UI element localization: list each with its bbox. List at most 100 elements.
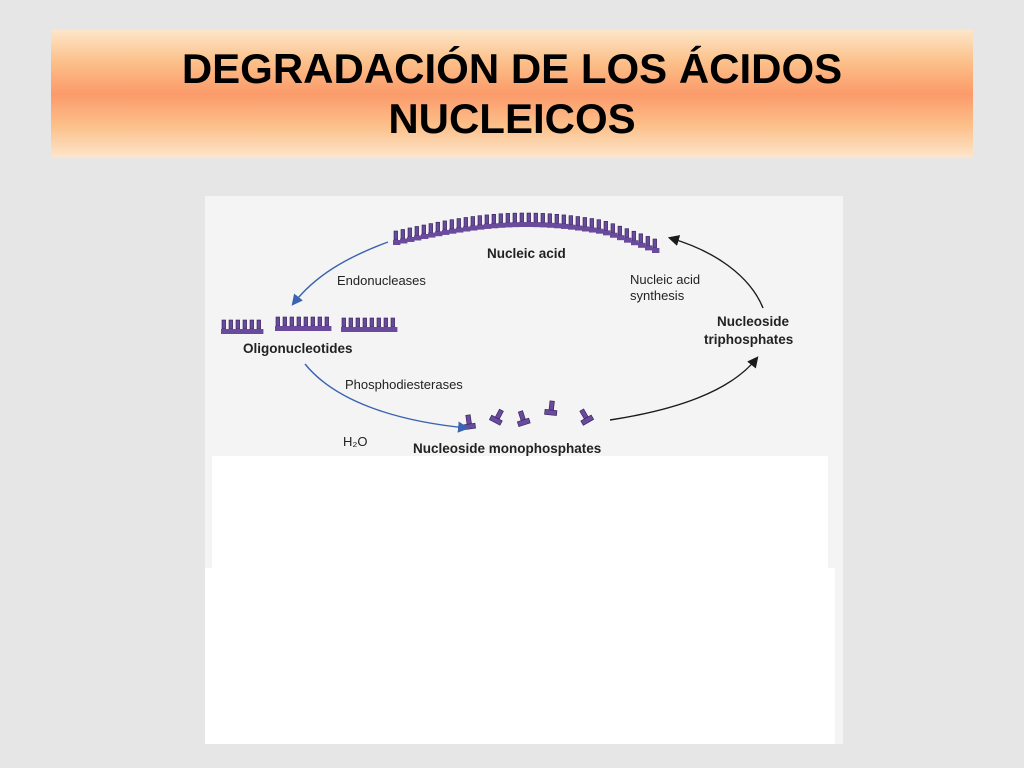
nucleotide-base: [275, 316, 280, 327]
backbone-segment: [296, 326, 304, 331]
nucleotide-base: [449, 219, 454, 229]
backbone-segment: [463, 226, 471, 232]
backbone-segment: [631, 240, 639, 246]
nucleotide-base: [362, 317, 367, 328]
backbone-segment: [526, 222, 534, 228]
backbone-segment: [324, 326, 332, 331]
synthesis-label-line-2: synthesis: [630, 288, 685, 303]
backbone-segment: [603, 230, 611, 236]
backbone-segment: [519, 222, 527, 228]
nucleotide-base: [652, 238, 657, 249]
nucleotide-base: [505, 213, 510, 223]
backbone-segment: [554, 223, 562, 229]
backbone-segment: [303, 326, 311, 331]
backbone-segment: [348, 327, 356, 332]
nucleotide-base: [428, 223, 433, 233]
nucleotide-base: [393, 230, 398, 241]
nucleotide-base: [533, 212, 538, 223]
nucleotide-base: [310, 316, 315, 327]
backbone-segment: [390, 327, 398, 332]
backbone-segment: [355, 327, 363, 332]
backbone-segment: [249, 329, 257, 334]
backbone-segment: [428, 232, 436, 238]
nucleoside-monophosphate: [516, 410, 531, 427]
endonucleases-arrow: [291, 241, 389, 306]
backbone-segment: [362, 327, 370, 332]
nucleoside-monophosphate: [544, 400, 558, 416]
nucleotide-base: [435, 221, 440, 232]
backbone-segment: [383, 327, 391, 332]
backbone-segment: [561, 223, 569, 229]
backbone-segment: [289, 326, 297, 331]
backbone-segment: [540, 222, 548, 228]
nucleotide-base: [638, 233, 643, 244]
oligonucleotide-fragment: [275, 316, 332, 331]
nucleotide-base: [624, 228, 629, 238]
diagram-figure: Nucleic acid Endonucleases Nucleic acid …: [205, 196, 843, 744]
nucleotide-base: [355, 317, 360, 328]
nucleotide-base: [484, 214, 489, 225]
nucleotide-base: [341, 317, 346, 328]
backbone-segment: [393, 240, 401, 245]
nucleotide-base: [589, 218, 594, 228]
nucleotide-base: [519, 212, 524, 223]
nucleotide-base: [221, 319, 226, 330]
nucleotide-base: [540, 213, 545, 223]
backbone-segment: [407, 236, 415, 242]
nucleotide-base: [390, 317, 395, 328]
oligonucleotide-fragment: [221, 319, 264, 334]
nucleotide-base: [407, 227, 412, 238]
backbone-segment: [235, 329, 243, 334]
phosphodiesterases-label: Phosphodiesterases: [345, 377, 463, 392]
nucleotide-base: [603, 221, 608, 231]
slide-title: DEGRADACIÓN DE LOS ÁCIDOS NUCLEICOS: [51, 44, 973, 144]
backbone-segment: [505, 222, 513, 228]
title-band: DEGRADACIÓN DE LOS ÁCIDOS NUCLEICOS: [51, 30, 973, 158]
backbone-segment: [341, 327, 349, 332]
endonucleases-label: Endonucleases: [337, 273, 426, 288]
backbone-segment: [575, 225, 583, 231]
nucleotide-base: [324, 316, 329, 327]
nucleotide-base: [317, 316, 322, 327]
nucleotide-base: [617, 225, 622, 236]
backbone-segment: [491, 223, 499, 229]
backbone-segment: [498, 222, 506, 228]
backbone-segment: [568, 224, 576, 230]
nucleotide-base: [456, 218, 461, 228]
backbone-segment: [310, 326, 318, 331]
oligonucleotide-fragment: [341, 317, 398, 332]
nucleic-acid-strand: [393, 212, 660, 253]
backbone-segment: [256, 329, 264, 334]
nucleotide-base: [575, 216, 580, 226]
backbone-segment: [442, 229, 450, 235]
nucleoside-monophosphate-units: [462, 400, 595, 431]
backbone-segment: [533, 222, 541, 228]
nucleotide-base: [596, 219, 601, 229]
nucleotide-base: [235, 319, 240, 330]
nucleotide-base: [463, 217, 468, 227]
nucleotide-base: [421, 224, 426, 235]
backbone-segment: [617, 235, 625, 241]
nucleotide-base: [477, 215, 482, 225]
phosphodiesterases-arrow: [304, 363, 470, 433]
nucleotide-base: [470, 216, 475, 226]
nucleotide-base: [547, 213, 552, 224]
nucleotide-base: [631, 230, 636, 241]
slide-title-line-1: DEGRADACIÓN DE LOS ÁCIDOS: [181, 45, 843, 92]
nucleotide-base: [414, 226, 419, 236]
nucleoside-triphosphates-label-line-1: Nucleoside: [717, 314, 790, 329]
synthesis-label-line-1: Nucleic acid: [630, 272, 700, 287]
backbone-segment: [638, 242, 646, 248]
backbone-segment: [317, 326, 325, 331]
oligonucleotides-label: Oligonucleotides: [243, 341, 353, 356]
backbone-segment: [242, 329, 250, 334]
nucleotide-base: [348, 317, 353, 328]
nucleic-acid-cycle-diagram: Nucleic acid Endonucleases Nucleic acid …: [221, 212, 793, 456]
backbone-segment: [414, 235, 422, 241]
backbone-segment: [435, 231, 443, 237]
nucleotide-base: [289, 316, 294, 327]
backbone-segment: [228, 329, 236, 334]
nucleotide-base: [376, 317, 381, 328]
nucleotide-base: [491, 213, 496, 224]
nucleotide-base: [256, 319, 261, 330]
